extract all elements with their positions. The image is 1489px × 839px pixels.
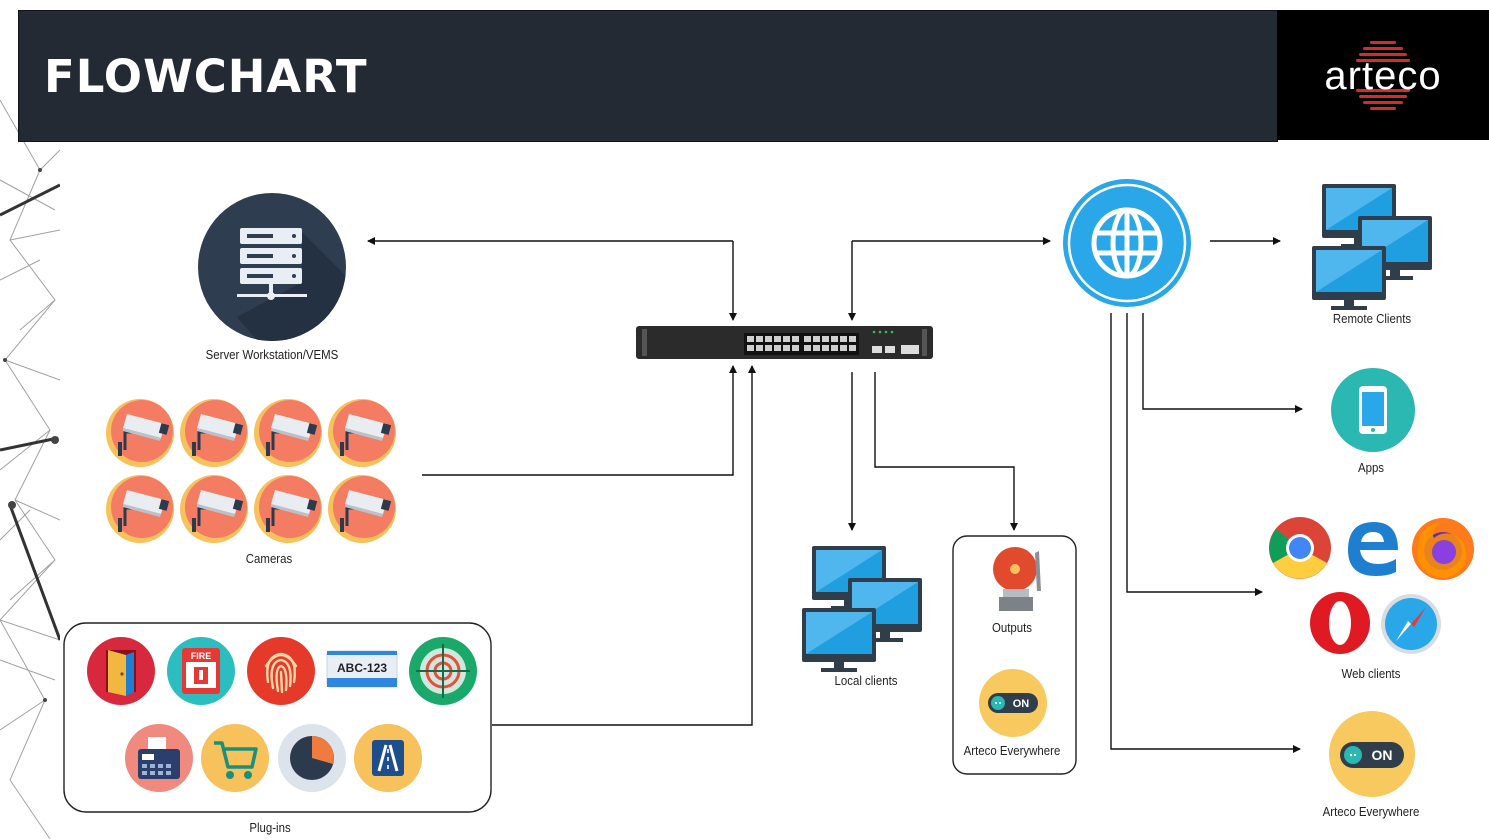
fire-alarm-icon: FIRE [167,637,235,705]
local-clients-label: Local clients [834,673,898,688]
link-internet-to-web-clients [1126,313,1263,596]
toggle-on-icon: ON [1329,711,1415,797]
safari-icon [1381,594,1441,654]
link-internet-to-arteco-everywhere [1110,313,1301,753]
header-bar [18,10,1278,142]
logo-globe-icon [1356,41,1410,110]
toggle-on-icon: ON [979,669,1047,737]
link-cameras-to-switch [422,365,737,476]
pie-chart-icon [278,724,346,792]
network-mesh-decoration [0,99,60,839]
toggle-on-text-remote: ON [1372,747,1393,763]
alarm-bell-icon [993,547,1041,611]
smartphone-icon [1331,368,1415,452]
security-camera-icon [254,475,322,543]
firefox-icon [1412,518,1474,580]
toggle-on-text-local: ON [1013,698,1030,710]
cash-register-icon [125,724,193,792]
plate-text: ABC-123 [337,661,387,675]
plugins-label: Plug-ins [249,820,291,835]
cameras-grid [105,398,400,548]
door-icon [87,637,155,705]
outputs-label: Outputs [991,620,1033,635]
logo-text: arteco [1324,54,1441,98]
radar-target-icon [409,637,477,705]
security-camera-icon [254,399,322,467]
arteco-everywhere-remote-label: Arteco Everywhere [1322,804,1420,819]
cameras-label: Cameras [245,551,293,566]
link-switch-to-outputs [874,372,1018,531]
opera-icon [1310,592,1370,654]
remote-clients-label: Remote Clients [1332,311,1412,326]
shopping-cart-icon [201,724,269,792]
link-plugins-to-switch [492,365,756,726]
edge-icon [1348,522,1398,576]
globe-icon [1063,179,1191,307]
chrome-icon [1269,517,1331,579]
security-camera-icon [106,475,174,543]
logo-panel: arteco [1277,10,1489,140]
security-camera-icon [106,399,174,467]
arteco-logo: arteco [1324,41,1441,110]
security-camera-icon [328,399,396,467]
security-camera-icon [180,475,248,543]
license-plate-icon: ABC-123 [326,650,398,688]
page-title: FLOWCHART [44,50,368,103]
plugins-frame [63,622,492,813]
remote-clients-icon [1312,184,1432,310]
outputs-frame [952,535,1077,775]
local-clients-icon [802,546,922,672]
arteco-everywhere-local-label: Arteco Everywhere [963,743,1061,758]
fingerprint-icon [247,637,315,705]
server-icon [198,193,346,341]
web-clients-label: Web clients [1341,666,1401,681]
link-internet-to-apps [1142,313,1303,413]
fire-text: FIRE [191,651,212,661]
security-camera-icon [328,475,396,543]
network-switch-icon [636,326,933,359]
apps-label: Apps [1357,460,1385,475]
security-camera-icon [180,399,248,467]
highway-icon [354,724,422,792]
server-label: Server Workstation/VEMS [205,347,339,362]
